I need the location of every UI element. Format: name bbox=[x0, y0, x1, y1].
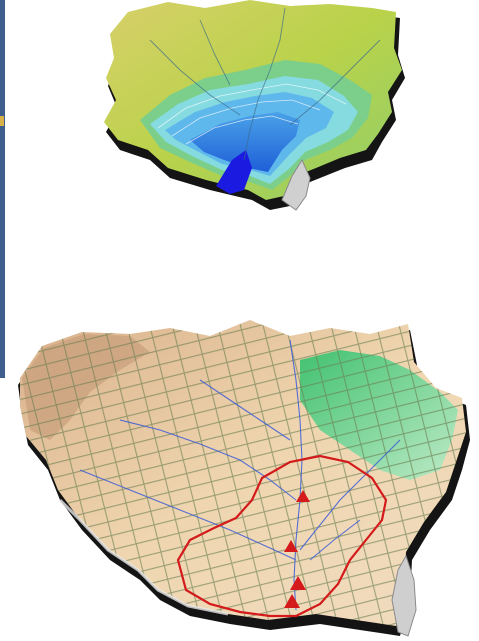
top-map-rock-outcrop bbox=[281, 158, 311, 211]
top-map-deepest-zone bbox=[216, 150, 252, 194]
bottom-map-marker-2 bbox=[284, 540, 298, 552]
side-panel-tick bbox=[0, 116, 4, 126]
bottom-map-marker-4 bbox=[284, 594, 300, 608]
bottom-map-edge-highlight bbox=[58, 498, 229, 616]
side-panel-edge bbox=[0, 0, 5, 378]
bottom-map-marker-3 bbox=[290, 576, 306, 590]
bottom-map-street-grid bbox=[20, 320, 466, 626]
bottom-terrain-map bbox=[18, 320, 470, 637]
top-terrain-map bbox=[104, 0, 405, 211]
bottom-map-rivers bbox=[79, 339, 401, 611]
bottom-map-marker-1 bbox=[296, 490, 310, 502]
top-map-streams bbox=[149, 7, 381, 161]
bottom-map-rock-outcrop bbox=[391, 554, 417, 637]
bottom-map-watershed-boundary bbox=[176, 454, 388, 618]
top-map-contours bbox=[157, 83, 347, 145]
